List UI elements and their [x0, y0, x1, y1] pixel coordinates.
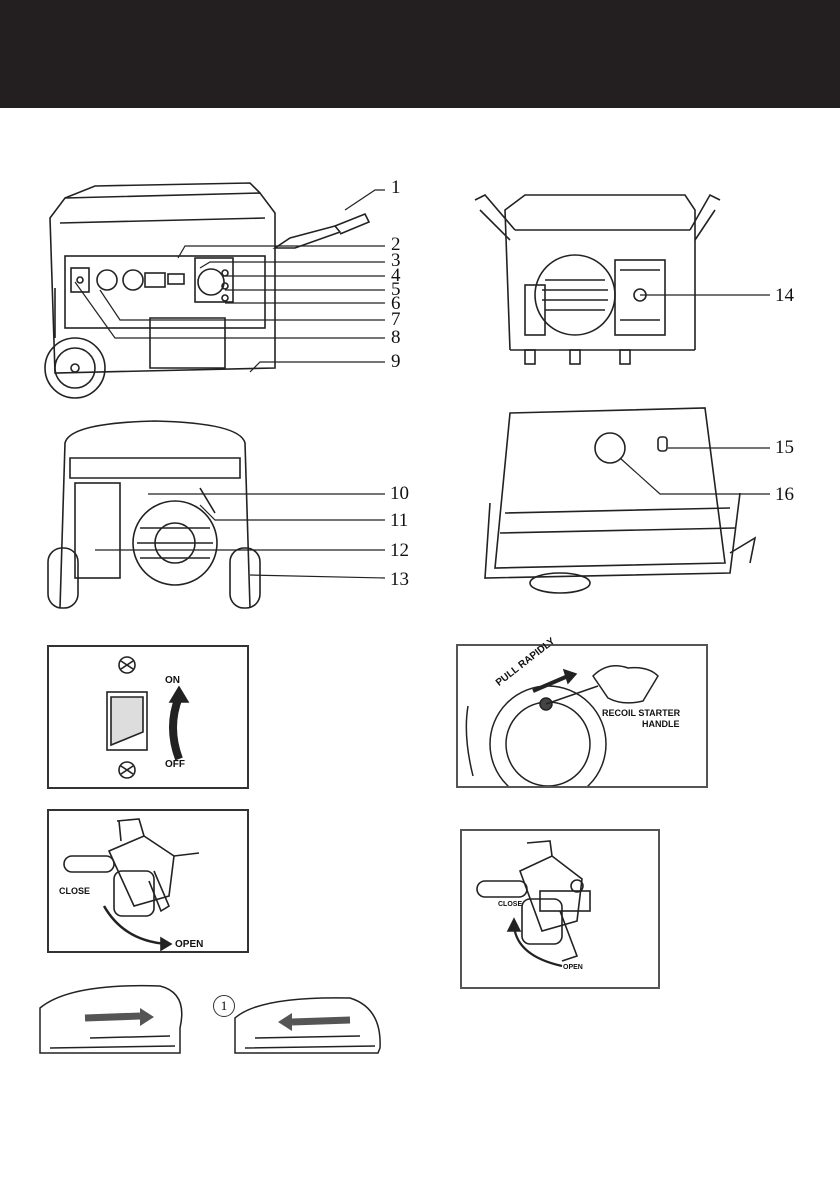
- callout-14: 14: [775, 286, 794, 305]
- callout-13: 13: [390, 570, 409, 589]
- recoil-handle-label-2: HANDLE: [642, 719, 680, 729]
- generator-top-illustration: [475, 403, 760, 598]
- callout-16: 16: [775, 485, 794, 504]
- recoil-handle-label-1: RECOIL STARTER: [602, 708, 680, 718]
- callout-15: 15: [775, 438, 794, 457]
- choke-step-marker: 1: [213, 995, 235, 1017]
- fuel-valve-1-close-label: CLOSE: [59, 886, 90, 896]
- callout-12: 12: [390, 541, 409, 560]
- recoil-starter-figure: PULL RAPIDLY RECOIL STARTER HANDLE: [456, 644, 708, 788]
- fuel-valve-figure-1: CLOSE OPEN: [47, 809, 249, 953]
- callout-8: 8: [391, 328, 401, 347]
- callout-1: 1: [391, 178, 401, 197]
- callout-10: 10: [390, 484, 409, 503]
- switch-on-label: ON: [165, 675, 180, 686]
- choke-lever-figure: [30, 978, 390, 1063]
- fuel-valve-2-open-label: OPEN: [563, 964, 583, 971]
- generator-rear-illustration: [40, 418, 270, 613]
- fuel-valve-figure-2: CLOSE OPEN: [460, 829, 660, 989]
- fuel-valve-2-close-label: CLOSE: [498, 901, 522, 908]
- fuel-valve-1-open-label: OPEN: [175, 939, 203, 950]
- callout-11: 11: [390, 511, 408, 530]
- callout-9: 9: [391, 352, 401, 371]
- switch-figure: ON OFF: [47, 645, 249, 789]
- generator-side-illustration: [470, 190, 725, 370]
- switch-off-label: OFF: [165, 759, 185, 770]
